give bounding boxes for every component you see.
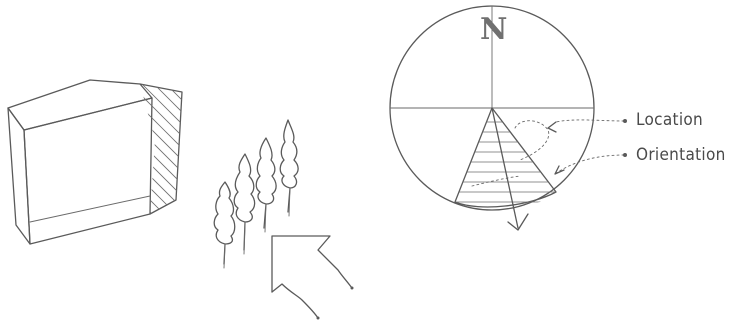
conifer-trees-icon bbox=[214, 120, 298, 268]
location-label: Location bbox=[636, 110, 703, 130]
orientation-label: Orientation bbox=[636, 145, 726, 165]
location-leader-line bbox=[548, 119, 627, 132]
building-cube-icon bbox=[8, 46, 232, 246]
cube-shadow-hatch bbox=[92, 46, 232, 246]
wind-arrow-icon bbox=[272, 236, 354, 320]
orientation-leader-line bbox=[555, 153, 627, 174]
north-label: N bbox=[480, 12, 507, 47]
direction-arrow-icon bbox=[492, 108, 528, 230]
